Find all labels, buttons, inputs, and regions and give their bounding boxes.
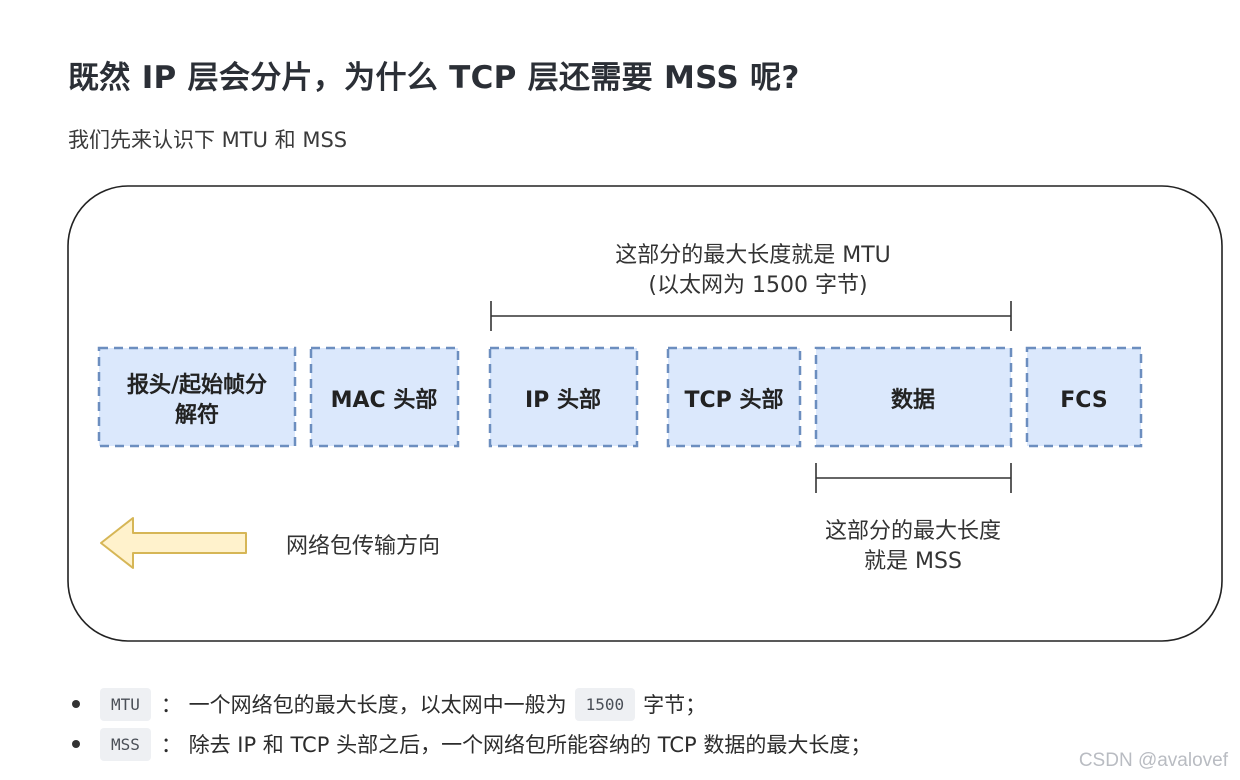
mss-bracket <box>815 463 1012 493</box>
bullet-dot-icon <box>72 740 80 748</box>
frame-preamble: 报头/起始帧分 解符 <box>97 346 297 448</box>
definition-list: MTU ： 一个网络包的最大长度，以太网中一般为 1500 字节； MSS ： … <box>68 684 871 764</box>
frame-ip-header-label: IP 头部 <box>525 387 601 413</box>
mtu-bracket <box>490 301 1012 331</box>
frame-ip-header: IP 头部 <box>488 346 639 448</box>
frame-tcp-header: TCP 头部 <box>666 346 802 448</box>
intro-text: 我们先来认识下 MTU 和 MSS <box>68 128 348 152</box>
frame-mac-header: MAC 头部 <box>309 346 460 448</box>
frame-preamble-label-line1: 报头/起始帧分 <box>127 372 267 398</box>
mtu-caption-line2: (以太网为 1500 字节) <box>648 273 867 298</box>
direction-label: 网络包传输方向 <box>286 534 440 559</box>
code-1500: 1500 <box>574 687 636 721</box>
bullet-dot-icon <box>72 700 80 708</box>
frame-data-label: 数据 <box>891 387 935 413</box>
mtu-caption-line1: 这部分的最大长度就是 MTU <box>615 243 891 268</box>
frame-data: 数据 <box>814 346 1013 448</box>
frame-preamble-label-line2: 解符 <box>175 402 219 428</box>
article-title: 既然 IP 层会分片，为什么 TCP 层还需要 MSS 呢? <box>68 60 800 96</box>
mss-caption-line1: 这部分的最大长度 <box>825 519 1001 544</box>
list-item-mss: MSS ： 除去 IP 和 TCP 头部之后，一个网络包所能容纳的 TCP 数据… <box>68 724 871 764</box>
code-mtu: MTU <box>100 687 151 721</box>
frame-tcp-header-label: TCP 头部 <box>685 387 784 413</box>
mtu-definition-text: ： 一个网络包的最大长度，以太网中一般为 <box>160 693 567 717</box>
frame-fcs: FCS <box>1025 346 1143 448</box>
mss-definition-text: ： 除去 IP 和 TCP 头部之后，一个网络包所能容纳的 TCP 数据的最大长… <box>160 733 872 757</box>
mtu-definition-suffix: 字节； <box>643 693 707 717</box>
frame-mac-header-label: MAC 头部 <box>331 387 438 413</box>
watermark: CSDN @avalovef <box>1078 750 1228 771</box>
left-arrow-icon <box>100 517 247 569</box>
code-mss: MSS <box>100 727 151 761</box>
mss-caption-line2: 就是 MSS <box>864 549 962 574</box>
packet-diagram: 这部分的最大长度就是 MTU (以太网为 1500 字节) 报头/起始帧分 解符… <box>67 185 1223 642</box>
list-item-mtu: MTU ： 一个网络包的最大长度，以太网中一般为 1500 字节； <box>68 684 871 724</box>
diagram-border <box>67 185 1223 642</box>
frame-fcs-label: FCS <box>1060 388 1107 413</box>
